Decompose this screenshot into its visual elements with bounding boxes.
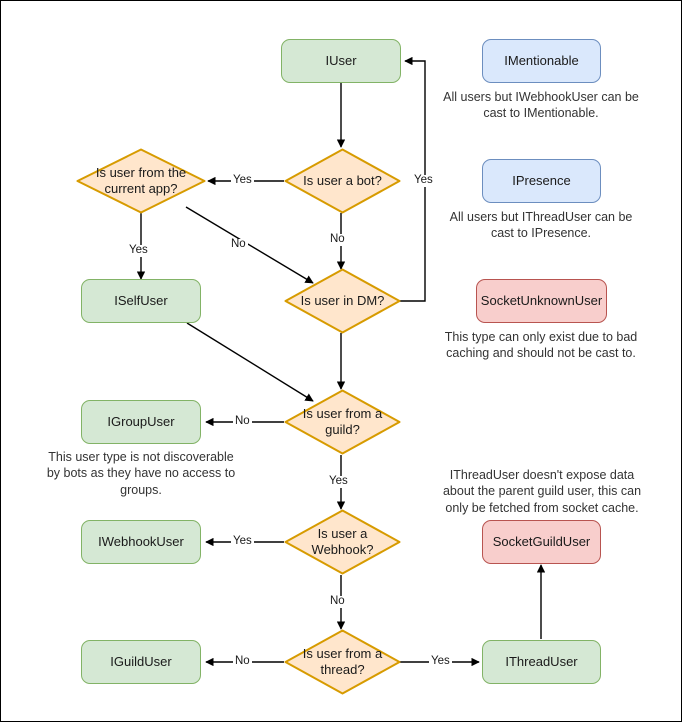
node-igroupuser[interactable]: IGroupUser — [81, 400, 201, 444]
node-is-bot-label: Is user a bot? — [303, 172, 382, 188]
edge-label-webhook-no: No — [328, 595, 347, 608]
node-is-thread[interactable]: Is user from a thread? — [284, 629, 401, 695]
edge-label-bot-no: No — [328, 233, 347, 246]
is-bot-diamond-shape — [284, 148, 401, 214]
note-socketguilduser: IThreadUser doesn't expose data about th… — [442, 468, 642, 515]
note-imentionable: All users but IWebhookUser can be cast t… — [443, 90, 639, 121]
edge-label-dm-yes: Yes — [412, 174, 435, 187]
node-ipresence[interactable]: IPresence — [482, 159, 601, 203]
node-iuser-label: IUser — [325, 52, 357, 68]
node-ithreaduser-label: IThreadUser — [505, 653, 578, 669]
node-iselfuser-label: ISelfUser — [114, 292, 168, 308]
edge-label-webhook-yes: Yes — [231, 535, 254, 548]
edge-label-bot-yes: Yes — [231, 174, 254, 187]
is-thread-diamond-shape — [284, 629, 401, 695]
node-iwebhookuser-label: IWebhookUser — [98, 533, 184, 549]
edge-label-thread-yes: Yes — [429, 655, 452, 668]
node-ipresence-label: IPresence — [512, 172, 571, 188]
node-igroupuser-label: IGroupUser — [107, 413, 175, 429]
node-ithreaduser[interactable]: IThreadUser — [482, 640, 601, 684]
node-iselfuser[interactable]: ISelfUser — [81, 279, 201, 323]
node-imentionable-label: IMentionable — [504, 52, 579, 68]
node-is-thread-label: Is user from a thread? — [302, 645, 383, 677]
edge-label-guild-yes: Yes — [327, 475, 350, 488]
node-is-dm[interactable]: Is user in DM? — [284, 268, 401, 334]
node-iguilduser-label: IGuildUser — [110, 653, 172, 669]
node-is-bot[interactable]: Is user a bot? — [284, 148, 401, 214]
edge-label-current-app-yes: Yes — [127, 244, 150, 257]
is-dm-diamond-shape — [284, 268, 401, 334]
node-is-guild-label: Is user from a guild? — [302, 405, 383, 437]
node-is-webhook-label: Is user a Webhook? — [311, 525, 374, 557]
node-socketguilduser[interactable]: SocketGuildUser — [482, 520, 601, 564]
note-igroupuser: This user type is not discoverable by bo… — [46, 450, 236, 497]
node-socketunknownuser[interactable]: SocketUnknownUser — [476, 279, 607, 323]
edge-label-current-app-no: No — [229, 238, 248, 251]
node-is-webhook[interactable]: Is user a Webhook? — [284, 509, 401, 575]
note-ipresence: All users but IThreadUser can be cast to… — [449, 210, 633, 241]
node-socketguilduser-label: SocketGuildUser — [492, 533, 591, 549]
is-guild-diamond-shape — [284, 389, 401, 455]
is-webhook-diamond-shape — [284, 509, 401, 575]
node-is-current-app-label: Is user from the current app? — [95, 164, 187, 196]
node-is-dm-label: Is user in DM? — [300, 292, 385, 308]
edge-label-thread-no: No — [233, 655, 252, 668]
node-iguilduser[interactable]: IGuildUser — [81, 640, 201, 684]
node-is-guild[interactable]: Is user from a guild? — [284, 389, 401, 455]
node-imentionable[interactable]: IMentionable — [482, 39, 601, 83]
node-iwebhookuser[interactable]: IWebhookUser — [81, 520, 201, 564]
node-is-current-app[interactable]: Is user from the current app? — [76, 148, 206, 214]
note-socketunknownuser: This type can only exist due to bad cach… — [444, 330, 638, 361]
is-current-app-diamond-shape — [76, 148, 206, 214]
node-socketunknownuser-label: SocketUnknownUser — [480, 292, 603, 308]
node-iuser[interactable]: IUser — [281, 39, 401, 83]
edge-label-guild-no: No — [233, 415, 252, 428]
